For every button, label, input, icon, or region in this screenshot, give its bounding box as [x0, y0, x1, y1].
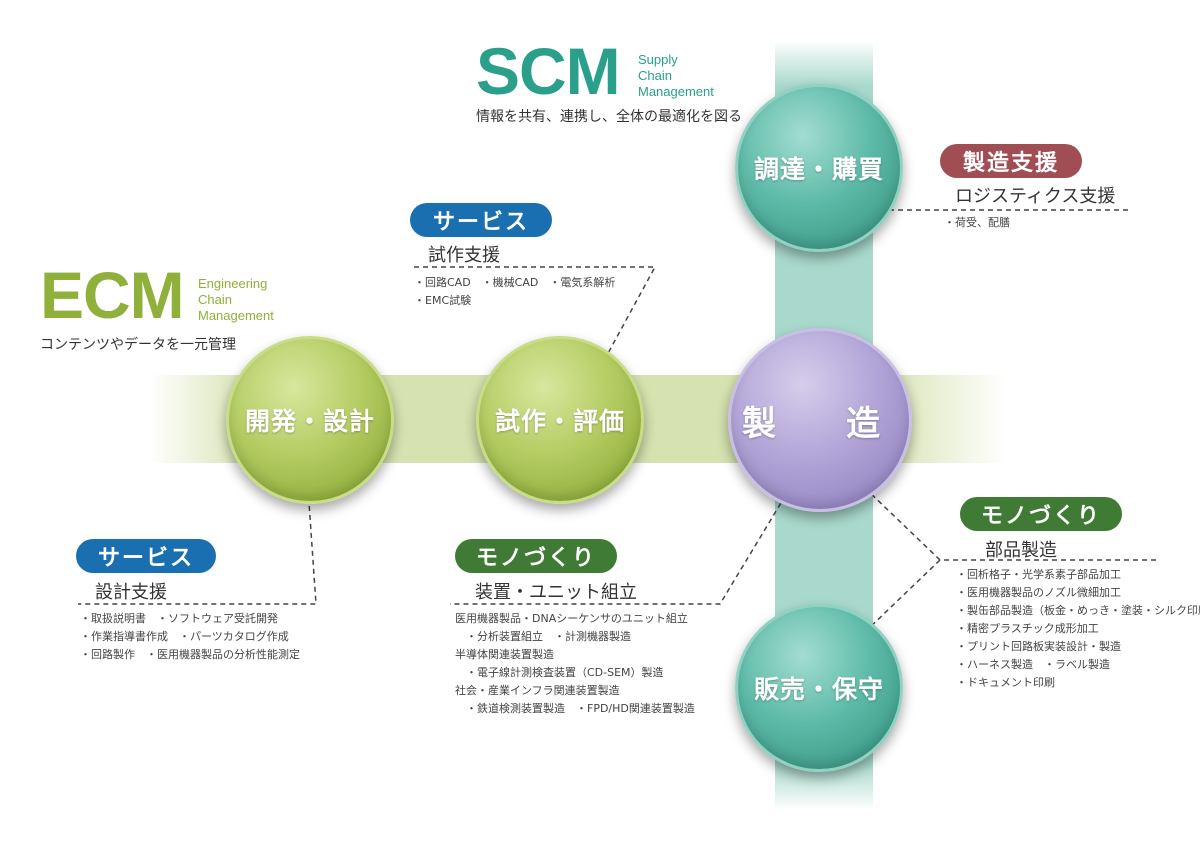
list-item: ・医用機器製品のノズル微細加工 [956, 586, 1121, 599]
ecm-sub-line: Chain [198, 292, 232, 307]
connector-assembly [450, 487, 791, 605]
badge-mfg-support: 製造支援 [940, 144, 1082, 178]
list-item: ・回路製作 ・医用機器製品の分析性能測定 [80, 648, 300, 661]
dev-service-items: ・取扱説明書 ・ソフトウェア受託開発 ・作業指導書作成 ・パーツカタログ作成 ・… [80, 610, 300, 664]
list-item: ・回路CAD ・機械CAD ・電気系解析 [414, 276, 616, 289]
ecm-subtitle: Engineering Chain Management [198, 276, 274, 324]
parts-items: ・回析格子・光学系素子部品加工 ・医用機器製品のノズル微細加工 ・製缶部品製造（… [956, 566, 1200, 692]
list-item: ・ハーネス製造 ・ラベル製造 [956, 658, 1110, 671]
circle-prototype-eval: 試作・評価 [476, 336, 644, 504]
list-item: ・鉄道検測装置製造 ・FPD/HD関連装置製造 [455, 702, 695, 715]
scm-subtitle: Supply Chain Management [638, 52, 714, 100]
assembly-items: 医用機器製品・DNAシーケンサのユニット組立 ・分析装置組立 ・計測機器製造 半… [455, 610, 695, 718]
badge-proto-service: サービス [410, 203, 552, 237]
list-item: ・分析装置組立 ・計測機器製造 [455, 630, 631, 643]
scm-sub-line: Management [638, 84, 714, 99]
scm-sub-line: Supply [638, 52, 678, 67]
badge-parts: モノづくり [960, 497, 1122, 531]
list-item: ・プリント回路板実装設計・製造 [956, 640, 1121, 653]
list-item: 社会・産業インフラ関連装置製造 [455, 684, 620, 697]
ecm-sub-line: Management [198, 308, 274, 323]
circle-procurement: 調達・購買 [735, 84, 903, 252]
ecm-title: ECM [40, 258, 185, 332]
logistics-items: ・荷受、配膳 [944, 214, 1010, 232]
assembly-subtitle: 装置・ユニット組立 [475, 582, 637, 603]
connector-proto-service [410, 266, 657, 369]
list-item: ・荷受、配膳 [944, 216, 1010, 229]
connector-parts-sales [864, 559, 941, 633]
list-item: ・電子線計測検査装置（CD-SEM）製造 [455, 666, 664, 679]
badge-assembly: モノづくり [455, 539, 617, 573]
list-item: 半導体関連装置製造 [455, 648, 554, 661]
circle-dev-design: 開発・設計 [226, 336, 394, 504]
circle-sales-maintenance: 販売・保守 [735, 604, 903, 772]
circle-manufacturing: 製 造 [728, 328, 912, 512]
dev-service-subtitle: 設計支援 [95, 582, 167, 603]
list-item: ・回析格子・光学系素子部品加工 [956, 568, 1121, 581]
list-item: ・作業指導書作成 ・パーツカタログ作成 [80, 630, 289, 643]
parts-subtitle: 部品製造 [985, 540, 1057, 561]
ecm-description: コンテンツやデータを一元管理 [40, 337, 236, 353]
list-item: ・精密プラスチック成形加工 [956, 622, 1099, 635]
logistics-subtitle: ロジスティクス支援 [955, 186, 1116, 207]
connector-dev-service [78, 487, 317, 605]
scm-title: SCM [476, 34, 621, 108]
list-item: ・ドキュメント印刷 [956, 676, 1055, 689]
proto-service-subtitle: 試作支援 [428, 245, 500, 266]
list-item: ・EMC試験 [414, 294, 472, 307]
list-item: ・製缶部品製造（板金・めっき・塗装・シルク印刷） [956, 604, 1200, 617]
badge-dev-service: サービス [76, 539, 216, 573]
scm-sub-line: Chain [638, 68, 672, 83]
proto-service-items: ・回路CAD ・機械CAD ・電気系解析 ・EMC試験 [414, 274, 615, 310]
ecm-sub-line: Engineering [198, 276, 268, 291]
list-item: 医用機器製品・DNAシーケンサのユニット組立 [455, 612, 688, 625]
list-item: ・取扱説明書 ・ソフトウェア受託開発 [80, 612, 278, 625]
scm-description: 情報を共有、連携し、全体の最適化を図る [476, 109, 742, 125]
